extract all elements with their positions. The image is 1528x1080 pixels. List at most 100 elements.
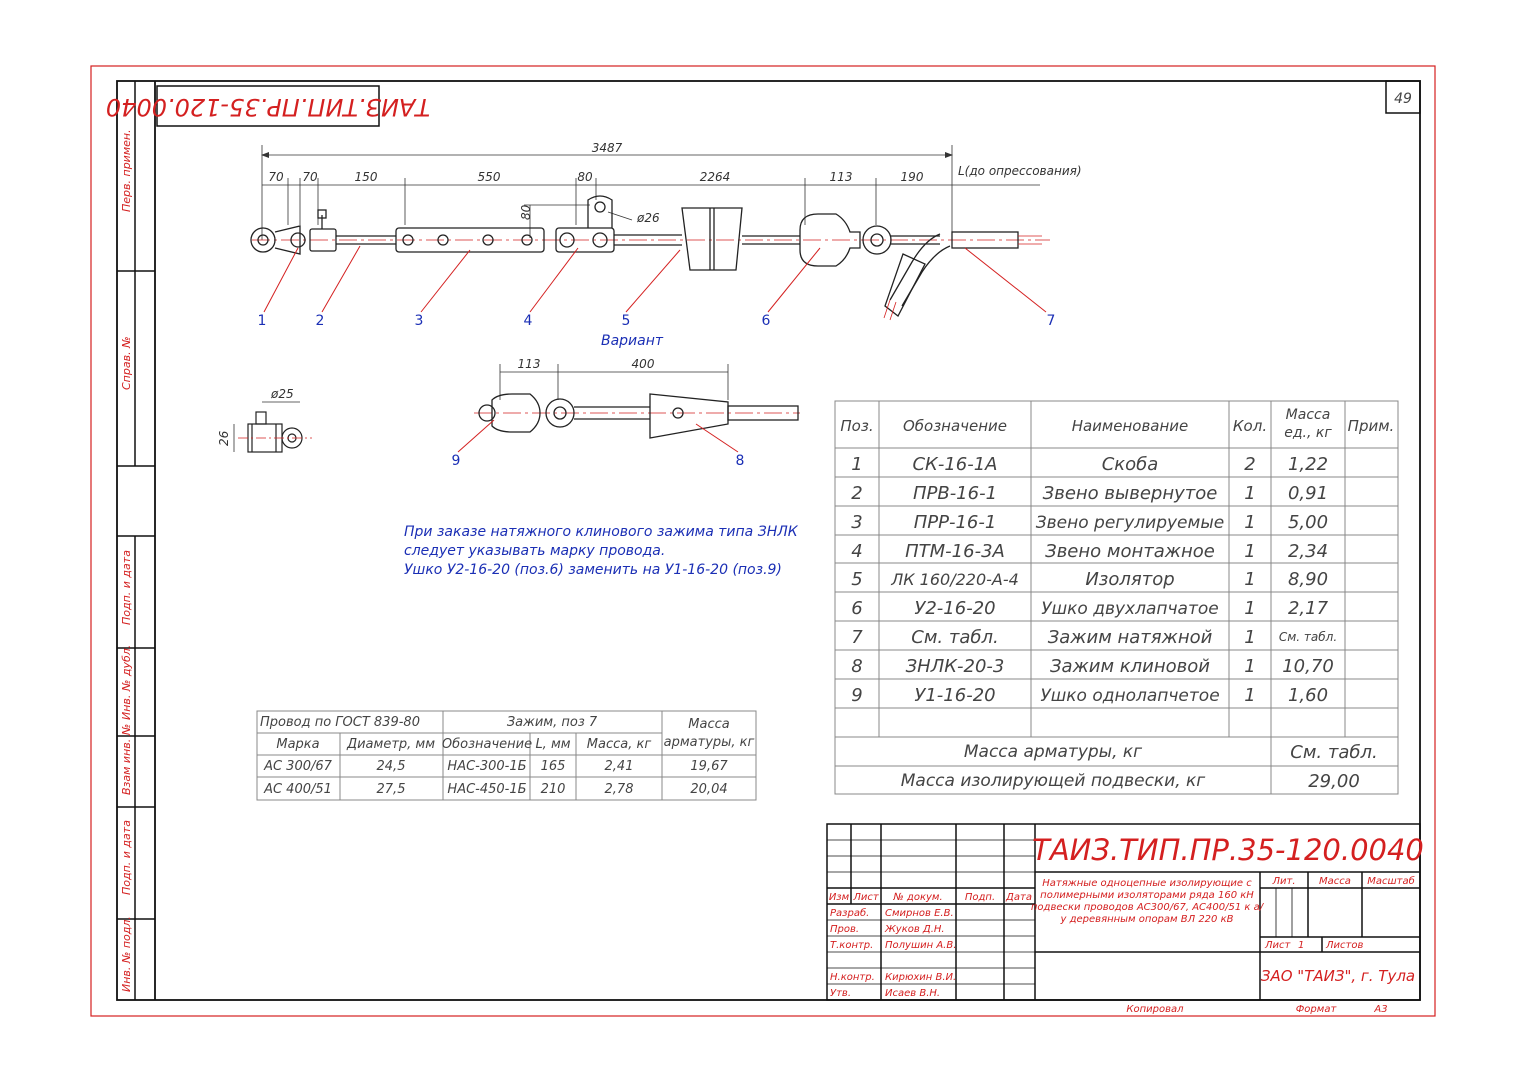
dim-3487: 3487 [592, 141, 623, 155]
svg-text:0,91: 0,91 [1288, 483, 1328, 504]
wire-table-row: АС 400/51 27,5 НАС-450-1Б 210 2,78 20,04 [263, 782, 728, 797]
dim-70-a: 70 [268, 170, 284, 184]
svg-text:5,00: 5,00 [1288, 512, 1328, 533]
sheets-label: Листов [1325, 940, 1363, 951]
dim-L: L(до опрессования) [958, 164, 1082, 178]
dim-190: 190 [901, 170, 924, 184]
name-nkontr: Кирюхин В.И. [885, 972, 956, 983]
svg-text:У1-16-20: У1-16-20 [914, 685, 995, 706]
svg-text:Ушко двухлапчатое: Ушко двухлапчатое [1041, 599, 1219, 619]
svg-text:Звено монтажное: Звено монтажное [1045, 541, 1215, 562]
wire-table-row: АС 300/67 24,5 НАС-300-1Б 165 2,41 19,67 [263, 759, 728, 774]
side-label-perv: Перв. примен. [120, 129, 133, 212]
svg-text:7: 7 [851, 627, 863, 648]
st-h-qty: Кол. [1233, 417, 1267, 435]
svg-text:19,67: 19,67 [690, 759, 728, 774]
wire-table: Провод по ГОСТ 839-80 Зажим, поз 7 Масса… [256, 710, 757, 801]
st-h-note: Прим. [1348, 417, 1395, 435]
variant-pos-9: 9 [452, 453, 461, 469]
sheet-value: 1 [1298, 940, 1304, 951]
st-h-pos: Поз. [840, 417, 873, 435]
callout-leaders [263, 245, 1047, 313]
svg-text:2,34: 2,34 [1288, 541, 1328, 562]
wt-h-mark: Марка [276, 737, 319, 752]
pos-3: 3 [415, 313, 424, 329]
title-block: ТАИЗ.ТИП.ПР.35-120.0040 Натяжные одноцеп… [826, 823, 1424, 1015]
svg-text:Изолятор: Изолятор [1085, 569, 1174, 590]
role-razrab: Разраб. [830, 907, 869, 919]
role-utv: Утв. [830, 988, 851, 999]
svg-text:Звено вывернутое: Звено вывернутое [1043, 483, 1218, 504]
svg-text:Скоба: Скоба [1102, 454, 1159, 475]
col-date: Дата [1005, 892, 1032, 903]
pos-7: 7 [1047, 313, 1056, 329]
wt-h-L: L, мм [535, 737, 570, 752]
svg-text:20,04: 20,04 [690, 782, 727, 797]
lit-label: Лит. [1271, 876, 1295, 887]
spec-table: Поз. Обозначение Наименование Кол. Масса… [834, 400, 1399, 795]
st-h-name: Наименование [1072, 417, 1189, 435]
col-doc: № докум. [892, 892, 942, 903]
note-line-1: При заказе натяжного клинового зажима ти… [404, 524, 799, 540]
title-code: ТАИЗ.ТИП.ПР.35-120.0040 [1032, 833, 1424, 867]
col-izm: Изм [829, 892, 850, 903]
total-fittings-label: Масса арматуры, кг [964, 742, 1142, 762]
svg-text:210: 210 [541, 782, 566, 797]
name-tkontr: Полушин А.В. [885, 940, 956, 951]
mass-header-1: Масса [688, 717, 729, 732]
format-value: А3 [1373, 1004, 1387, 1015]
svg-text:2: 2 [851, 483, 862, 504]
svg-text:АС 300/67: АС 300/67 [263, 759, 333, 774]
svg-text:9: 9 [851, 685, 862, 706]
variant-dim-113: 113 [518, 357, 541, 371]
clamp-group-header: Зажим, поз 7 [507, 715, 598, 730]
title-desc-4: у деревянным опорам ВЛ 220 кВ [1060, 914, 1234, 925]
title-desc-3: подвески проводов АС300/67, АС400/51 к а… [1031, 902, 1265, 913]
dim-2264: 2264 [700, 170, 731, 184]
dim-80: 80 [577, 170, 593, 184]
side-view: ø25 26 [217, 387, 312, 453]
svg-text:165: 165 [541, 759, 566, 774]
svg-text:Ушко однолапчетое: Ушко однолапчетое [1040, 686, 1219, 706]
mass-header-2: арматуры, кг [664, 735, 755, 750]
svg-text:8,90: 8,90 [1288, 569, 1328, 590]
note-line-3: Ушко У2-16-20 (поз.6) заменить на У1-16-… [404, 562, 782, 578]
svg-text:1,22: 1,22 [1288, 454, 1328, 475]
sheet-number-box: 49 [1385, 80, 1421, 114]
name-prov: Жуков Д.Н. [884, 924, 945, 935]
svg-text:6: 6 [851, 598, 862, 619]
svg-text:10,70: 10,70 [1282, 656, 1334, 677]
side-label-podp-1: Подп. и дата [120, 550, 133, 625]
shackle-ring [250, 227, 276, 253]
svg-text:2,17: 2,17 [1288, 598, 1329, 619]
wt-h-mass: Масса, кг [587, 737, 652, 752]
rotated-code: ТАИЗ.ТИП.ПР.35-120.0040 [106, 93, 430, 121]
pos-2: 2 [316, 313, 325, 329]
total-suspension-value: 29,00 [1308, 771, 1360, 792]
left-side-strip [117, 81, 155, 1000]
svg-text:1,60: 1,60 [1288, 685, 1328, 706]
svg-text:АС 400/51: АС 400/51 [263, 782, 332, 797]
dim-550: 550 [478, 170, 501, 184]
svg-text:4: 4 [851, 541, 862, 562]
format-label: Формат [1296, 1004, 1338, 1015]
svg-text:1: 1 [1244, 483, 1255, 504]
svg-text:2,78: 2,78 [605, 782, 634, 797]
svg-text:1: 1 [1244, 541, 1255, 562]
svg-text:СК-16-1А: СК-16-1А [912, 454, 997, 475]
svg-text:Зажим клиновой: Зажим клиновой [1050, 656, 1210, 677]
svg-text:См. табл.: См. табл. [911, 627, 998, 648]
total-fittings-value: См. табл. [1290, 742, 1377, 763]
side-labels: Перв. примен. Справ. № Подп. и дата Инв.… [120, 129, 133, 992]
pos-4: 4 [524, 313, 533, 329]
svg-text:1: 1 [1244, 569, 1255, 590]
pos-1: 1 [258, 313, 267, 329]
dim-150: 150 [355, 170, 378, 184]
svg-text:2: 2 [1244, 454, 1255, 475]
svg-text:ЛК 160/220-А-4: ЛК 160/220-А-4 [890, 570, 1019, 589]
role-nkontr: Н.контр. [830, 972, 875, 983]
